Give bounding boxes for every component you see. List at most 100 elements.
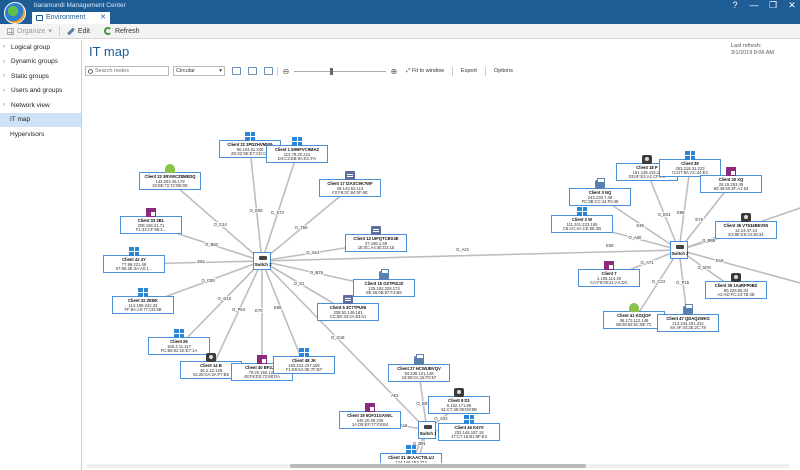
zoom-out-icon[interactable]: ⊖ — [282, 66, 290, 76]
sidebar-item-hypervisors[interactable]: Hypervisors — [0, 127, 81, 142]
close-icon[interactable]: ✕ — [788, 0, 796, 10]
client-mac: D4:C2:EB:9A:EC:FA — [277, 156, 317, 162]
fit-to-window-button[interactable]: ⤢ Fit to window — [406, 67, 445, 74]
client-mac: 03:6F:E3:A2:CF:FC — [628, 174, 666, 180]
search-box[interactable] — [85, 66, 169, 76]
organize-button[interactable]: Organize ▾ — [0, 24, 59, 39]
zoom-thumb[interactable] — [329, 68, 333, 75]
expand-nodes-icon[interactable] — [248, 67, 257, 75]
sidebar-item-it-map[interactable]: IT map — [0, 112, 81, 127]
edge-label: E79 — [694, 217, 704, 223]
horizontal-scrollbar[interactable] — [87, 464, 789, 468]
sidebar-item-logical-group[interactable]: ›Logical group — [0, 40, 81, 55]
network-link — [210, 260, 263, 371]
sidebar-item-users-and-groups[interactable]: ›Users and groups — [0, 84, 81, 99]
client-node[interactable]: Client 31 4KAACT0LUJ124.146.183.22316:08… — [380, 445, 442, 463]
network-link — [261, 260, 305, 366]
client-mac: 32:8E:72:72:0B:9D — [152, 183, 188, 189]
sidebar-item-network-view[interactable]: ›Network view — [0, 98, 81, 113]
edit-label: Edit — [77, 27, 90, 35]
client-name: Client 48 JK — [292, 358, 316, 363]
edge-label: E88 — [272, 304, 283, 310]
client-mac: 8E:26:0B:97:F4:B6 — [366, 290, 402, 296]
window-controls: ? — ❐ ✕ — [729, 0, 798, 11]
tab-environment[interactable]: Environment ✕ — [32, 12, 110, 24]
client-ip: 14.14.47.24 — [734, 227, 758, 233]
options-button[interactable]: Options — [493, 68, 513, 74]
scrollbar-thumb[interactable] — [290, 464, 586, 468]
switch-icon — [259, 256, 267, 260]
client-mac: F1:E6:5A:0E:7F:B7 — [285, 367, 323, 373]
search-icon — [88, 68, 93, 74]
switch-node[interactable]: Switch 2 — [670, 241, 689, 259]
sidebar-item-dynamic-groups[interactable]: ›Dynamic groups — [0, 55, 81, 70]
refresh-button[interactable]: Refresh — [97, 24, 147, 39]
backbone-link — [261, 249, 680, 262]
windows-icon — [245, 132, 255, 141]
client-name: Client 41 KGQOF — [617, 313, 651, 318]
sidebar-item-static-groups[interactable]: ›Static groups — [0, 69, 81, 84]
zoom-in-icon[interactable]: ⊕ — [390, 66, 398, 76]
chevron-right-icon: › — [3, 44, 5, 51]
search-input[interactable] — [95, 68, 165, 74]
client-name: Client 40 BF3J4T — [245, 365, 279, 370]
windows-icon — [406, 445, 416, 454]
zoom-slider[interactable] — [294, 67, 386, 75]
linux-icon — [146, 208, 156, 217]
layout-select[interactable]: Circular ▾ — [173, 66, 225, 76]
switch-node[interactable]: Switch 3 — [253, 252, 272, 270]
maximize-icon[interactable]: ❐ — [768, 0, 778, 10]
help-icon[interactable]: ? — [732, 0, 738, 10]
client-mac: F2:F8:3C:64:0F:6E — [332, 190, 368, 196]
export-button[interactable]: Export — [461, 68, 477, 74]
minimize-icon[interactable]: — — [749, 0, 759, 10]
linux-icon — [365, 403, 375, 412]
tab-close-icon[interactable]: ✕ — [100, 14, 106, 21]
chevron-right-icon: › — [3, 87, 5, 94]
last-refresh-value: 3/1/2019 8:06 AM — [730, 50, 774, 56]
edge-label: O_A71 — [639, 259, 655, 265]
switch-node[interactable]: Switch 1 — [418, 421, 437, 439]
main-content: IT map Last refresh: 3/1/2019 8:06 AM Ci… — [83, 40, 800, 470]
edit-button[interactable]: Edit — [60, 24, 97, 39]
printer-icon — [595, 178, 605, 189]
collapse-nodes-icon[interactable] — [264, 67, 273, 75]
edge-label: O_P15 — [675, 279, 691, 285]
tree-layout-icon[interactable] — [232, 67, 241, 75]
network-link — [678, 167, 691, 251]
baramundi-logo-icon[interactable] — [4, 2, 26, 24]
server-icon — [371, 226, 381, 235]
edge-label: O_G18 — [330, 335, 346, 340]
edge-label: O_C44 — [212, 222, 228, 227]
client-mac: 19:60:0A:15:F0:57 — [401, 375, 437, 381]
client-mac: FC:8B:CC:44:F0:48 — [581, 199, 619, 205]
chevron-right-icon: › — [3, 102, 5, 109]
